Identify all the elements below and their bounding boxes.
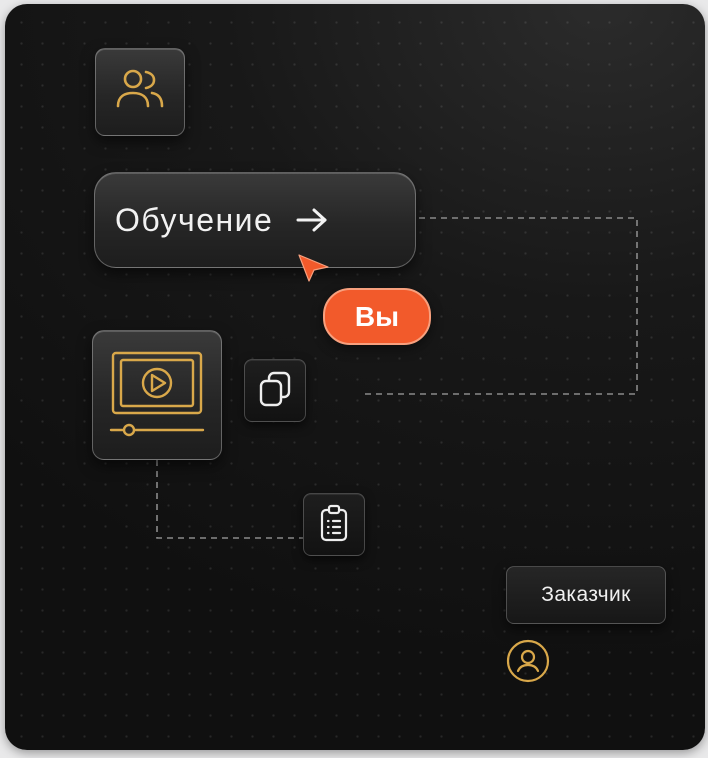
- canvas-card: Обучение Вы: [5, 4, 705, 750]
- user-circle-icon: [505, 638, 551, 684]
- users-icon: [114, 66, 166, 118]
- you-badge: Вы: [323, 288, 431, 345]
- copy-icon: [257, 370, 293, 412]
- copy-tile[interactable]: [244, 359, 306, 422]
- connector-lines: [156, 217, 638, 539]
- cursor-pointer-icon: [297, 253, 331, 287]
- users-tile[interactable]: [95, 48, 185, 136]
- video-tile[interactable]: [92, 330, 222, 460]
- training-button[interactable]: Обучение: [94, 172, 416, 268]
- client-tag: Заказчик: [506, 566, 666, 624]
- training-label: Обучение: [115, 201, 274, 238]
- clipboard-list-icon: [318, 504, 350, 546]
- video-player-icon: [107, 347, 207, 443]
- arrow-right-icon: [295, 207, 329, 233]
- clipboard-tile[interactable]: [303, 493, 365, 556]
